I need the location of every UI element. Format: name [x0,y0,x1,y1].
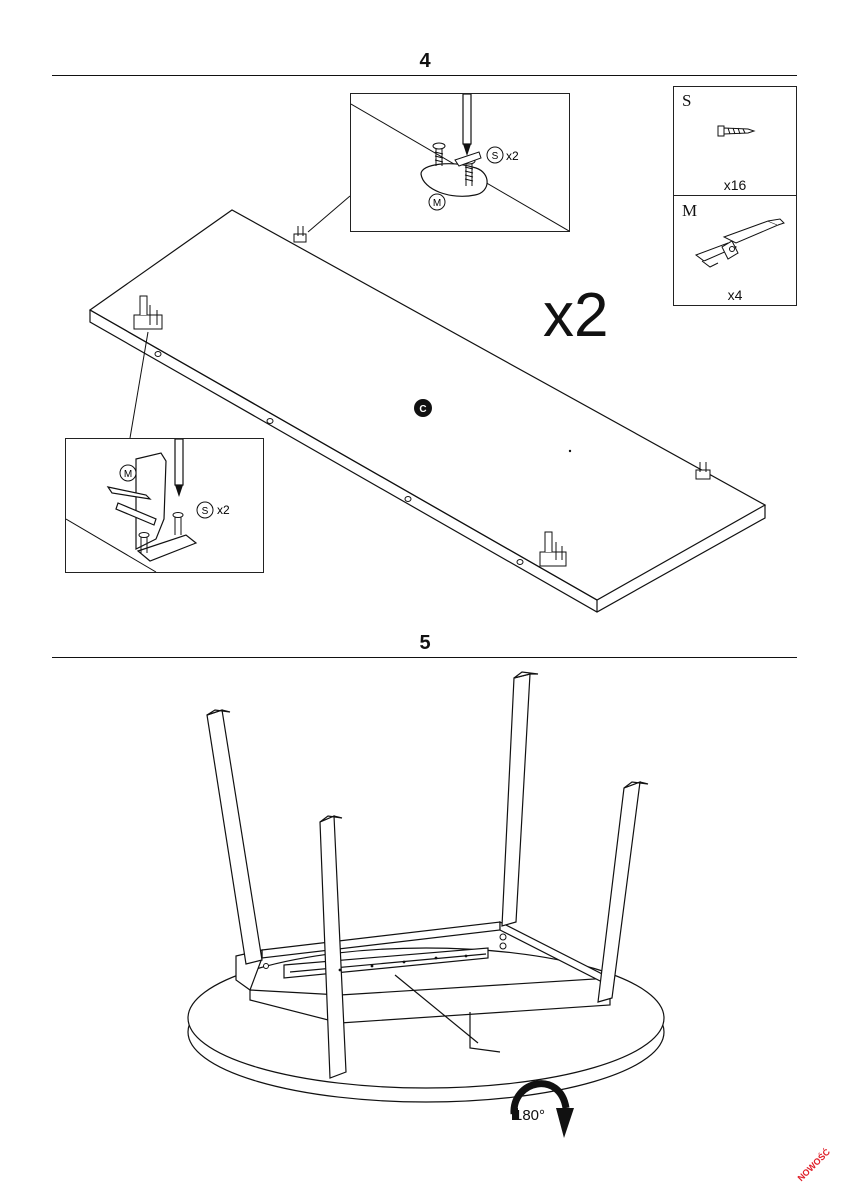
detail-left-qty: x2 [217,503,230,517]
step-5-divider [52,657,797,658]
leg-back-left [206,709,263,965]
step-4-illustration: C [88,195,767,613]
detail-callout-top: M S x2 [350,93,570,232]
step-4-divider [52,75,797,76]
leg-back-right [501,673,531,927]
part-s-letter: S [682,91,692,110]
part-s-qty: x16 [723,177,747,193]
panel-bracket-right [695,462,711,480]
panel-bracket-top [293,226,307,243]
detail-top-drawing: M S x2 [350,93,570,232]
leg-front-right [597,781,641,1003]
panel-bracket-left [133,295,163,330]
panel-bracket-bottom [539,531,567,567]
rotation-arrow [510,1080,570,1115]
parts-list: S x16 M x4 [673,86,797,306]
panel-holes [154,351,524,565]
detail-left-screw-label: S [202,506,209,517]
panel-label-badge [414,399,432,417]
detail-callout-left: M S x2 [65,438,264,573]
parts-divider [674,195,796,196]
detail-top-part-label: M [433,198,441,209]
step-5-illustration: 180° [187,671,665,1138]
detail-top-screw-label: S [492,151,499,162]
step-4-number: 4 [419,50,431,72]
rotation-label: 180° [514,1107,545,1124]
part-m-qty: x4 [727,287,743,303]
panel-label: C [419,404,426,415]
part-m-letter: M [682,201,698,220]
bracket-icon [694,218,785,268]
detail-left-part-label: M [124,469,132,480]
detail-left-drawing: M S x2 [65,438,230,573]
step-4-multiplier: x2 [543,281,609,350]
screw-icon [717,125,756,137]
detail-top-qty: x2 [506,149,519,163]
step-5-number: 5 [419,632,431,654]
